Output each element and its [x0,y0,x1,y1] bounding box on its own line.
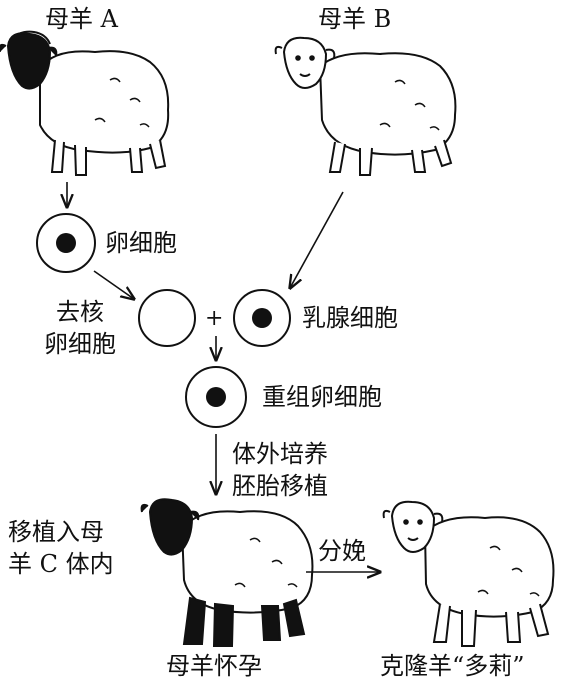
enucleated-egg-label-line1: 去核 [56,298,104,326]
dolly-label: 克隆羊“多莉” [380,652,525,680]
arrow-egg-to-enucleated [93,270,134,299]
sheep-a-icon [0,30,170,176]
ewe-a-label: 母羊 A [45,5,118,33]
mammary-cell-label: 乳腺细胞 [302,304,398,332]
mammary-cell [233,289,291,347]
enucleated-egg-cell [138,289,196,347]
arrow-b-to-mammary [290,191,344,288]
egg-cell-label: 卵细胞 [105,229,177,257]
transplant-label: 移植入母 羊 C 体内 [8,516,128,580]
embryo-transfer-label: 胚胎移植 [232,472,328,500]
egg-cell [36,213,96,273]
dolly-sheep-icon [382,500,555,647]
pregnant-ewe-label: 母羊怀孕 [166,652,262,680]
culture-label: 体外培养 [232,440,328,468]
pregnant-ewe-icon [140,498,314,647]
enucleated-egg-label: 去核 卵细胞 [38,296,122,360]
reconstructed-egg-label: 重组卵细胞 [262,383,382,411]
ewe-b-label: 母羊 B [318,5,392,33]
plus-sign: + [205,306,224,331]
sheep-b-icon [274,36,457,176]
transplant-label-line1: 移植入母 [8,518,104,546]
enucleated-egg-label-line2: 卵细胞 [44,330,116,358]
culture-transfer-label: 体外培养 胚胎移植 [232,438,342,502]
reconstructed-egg-cell [185,366,247,428]
birth-label: 分娩 [318,537,366,565]
transplant-label-line2: 羊 C 体内 [8,550,114,578]
